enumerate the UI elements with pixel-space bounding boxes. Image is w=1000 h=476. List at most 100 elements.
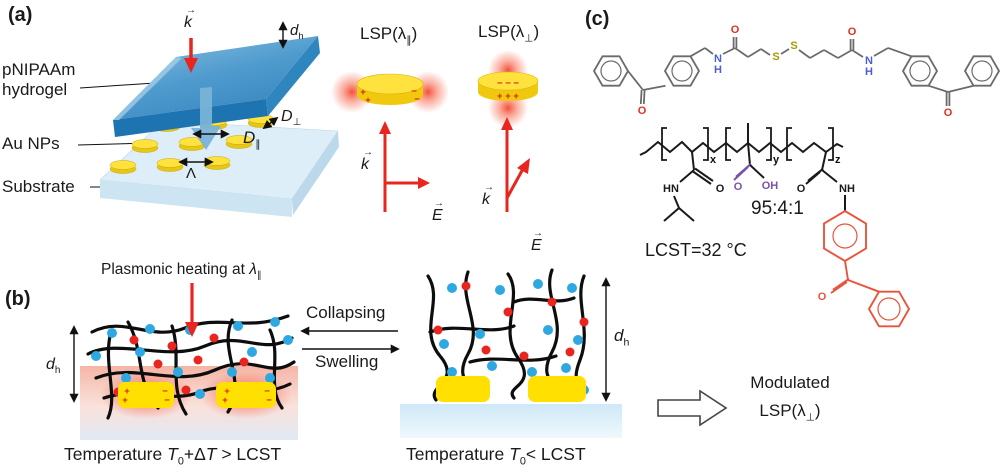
aunps-label: Au NPs xyxy=(2,134,60,153)
h-subscript: h xyxy=(298,31,304,41)
benzophenone-pendant xyxy=(823,209,911,328)
vector-arrow-glyph: → xyxy=(186,5,196,16)
panel-b-illustration: + + − − + + − − xyxy=(69,268,622,440)
hydrogen-label: H xyxy=(714,64,722,76)
charge-mark: − xyxy=(264,386,270,397)
terpolymer-structure xyxy=(639,123,846,222)
charge-mark: + xyxy=(224,386,230,397)
hydrogel-label-line1: pNIPAAm xyxy=(2,60,76,79)
T-symbol: T xyxy=(205,444,217,464)
k-symbol: k xyxy=(482,191,490,209)
phenylene-ring xyxy=(663,55,701,87)
au-nanodisk xyxy=(109,160,137,174)
plasmonic-heating-arrow xyxy=(185,283,199,337)
monomer-ratio-label: 95:4:1 xyxy=(751,198,804,219)
caption-text: +Δ xyxy=(183,444,206,464)
caption-text: < LCST xyxy=(525,444,586,464)
phenyl-ring xyxy=(963,55,1000,87)
lsp-text: LSP(λ xyxy=(360,24,407,43)
par-subscript: ∥ xyxy=(406,34,412,47)
lsp-text: ) xyxy=(814,401,821,420)
lsp-perpendicular-disk: − − − + + + xyxy=(477,50,539,212)
lcst-label: LCST=32 °C xyxy=(645,240,747,260)
caption-collapsed: Temperature T0+ΔT > LCST xyxy=(64,444,281,468)
au-nanorod-heated: + + − − + + − − xyxy=(118,382,276,408)
oxygen-label: O xyxy=(638,105,647,117)
charge-mark: − xyxy=(411,86,417,97)
nitrogen-label: N xyxy=(865,55,873,67)
lsp-parallel-label: LSP(λ∥) xyxy=(360,24,417,47)
zero-subscript: 0 xyxy=(177,455,184,468)
wavevector-label: →k xyxy=(184,5,1000,32)
E-symbol: E xyxy=(432,206,443,224)
unit-y-label: y xyxy=(773,154,780,166)
par-subscript: ∥ xyxy=(255,138,261,151)
wavevector-label: →k xyxy=(482,182,1000,209)
lsp-perpendicular-label: LSP(λ⊥) xyxy=(478,22,539,45)
nitrogen-label: N xyxy=(714,53,722,65)
hydrogel-slab xyxy=(113,36,320,137)
au-nanodisk xyxy=(203,156,231,170)
panel-b-tag: (b) xyxy=(5,288,31,310)
dimension-arrow-dperp xyxy=(262,116,279,130)
D-symbol: D xyxy=(243,128,256,147)
charge-mark: + xyxy=(360,87,366,98)
efield-arrow xyxy=(385,177,430,189)
perp-subscript: ⊥ xyxy=(292,117,302,129)
efield-label: →E xyxy=(531,228,1000,255)
bracket-open xyxy=(661,127,667,161)
vector-arrow-glyph: → xyxy=(363,147,373,159)
hydrogen-label: H xyxy=(865,66,873,78)
substrate-label: Substrate xyxy=(2,177,75,196)
collapsing-label: Collapsing xyxy=(306,303,386,322)
efield-arrow xyxy=(505,158,530,199)
swelling-label: Swelling xyxy=(315,352,379,371)
d-symbol: d xyxy=(46,356,55,373)
panel-c-tag: (c) xyxy=(585,8,610,30)
au-nanodisk xyxy=(156,158,184,172)
lsp-text: LSP(λ xyxy=(478,22,525,41)
wavevector-label: →k xyxy=(361,147,1000,174)
T-symbol: T xyxy=(167,444,178,464)
outline-arrow xyxy=(657,389,728,427)
bracket-open xyxy=(725,127,731,161)
phenyl-ring xyxy=(867,290,911,328)
disulfide-bond xyxy=(780,48,790,55)
caption-swollen: Temperature T0< LCST xyxy=(406,444,586,468)
amide-hn-label: HN xyxy=(663,183,679,195)
charge-mark: + xyxy=(222,395,228,406)
hydrogel-label-line2: hydrogel xyxy=(2,79,68,99)
oxygen-label: O xyxy=(818,291,827,303)
caption-text: Temperature xyxy=(64,444,168,464)
au-nanorod-cold xyxy=(436,376,586,402)
oxygen-label: O xyxy=(731,24,740,36)
heating-text: Plasmonic heating at xyxy=(101,261,250,278)
hydrogel-label: pNIPAAm hydrogel xyxy=(2,60,75,99)
D-symbol: D xyxy=(281,108,293,125)
k-symbol: k xyxy=(361,156,369,174)
crosslink-dots-swollen xyxy=(433,279,589,395)
substrate-cold xyxy=(400,404,622,438)
par-subscript: ∥ xyxy=(256,270,262,282)
incident-light-arrow xyxy=(184,38,198,73)
hydroxyl-label: OH xyxy=(762,180,779,192)
au-nanodisk xyxy=(225,135,253,149)
vector-arrow-glyph: → xyxy=(533,227,543,239)
bracket-open xyxy=(786,127,792,161)
lsp-text: ) xyxy=(411,24,418,43)
lsp-text: ) xyxy=(533,22,540,41)
dh-label-swollen: dh xyxy=(614,326,629,349)
lsp-text: LSP(λ xyxy=(759,401,806,420)
vector-arrow-glyph: → xyxy=(484,182,494,194)
h-subscript: h xyxy=(623,336,630,349)
vector-arrow-glyph: → xyxy=(434,197,444,209)
charge-mark: − xyxy=(266,395,272,406)
au-nanodisk xyxy=(131,139,159,153)
panel-a-illustration: + + − − − − − + + + xyxy=(77,21,539,217)
modulated-label: Modulated xyxy=(750,373,830,392)
unit-x-label: x xyxy=(710,154,717,166)
phenylene-ring xyxy=(901,55,939,87)
dh-label-collapsed: dh xyxy=(46,356,60,377)
unit-z-label: z xyxy=(835,154,841,166)
